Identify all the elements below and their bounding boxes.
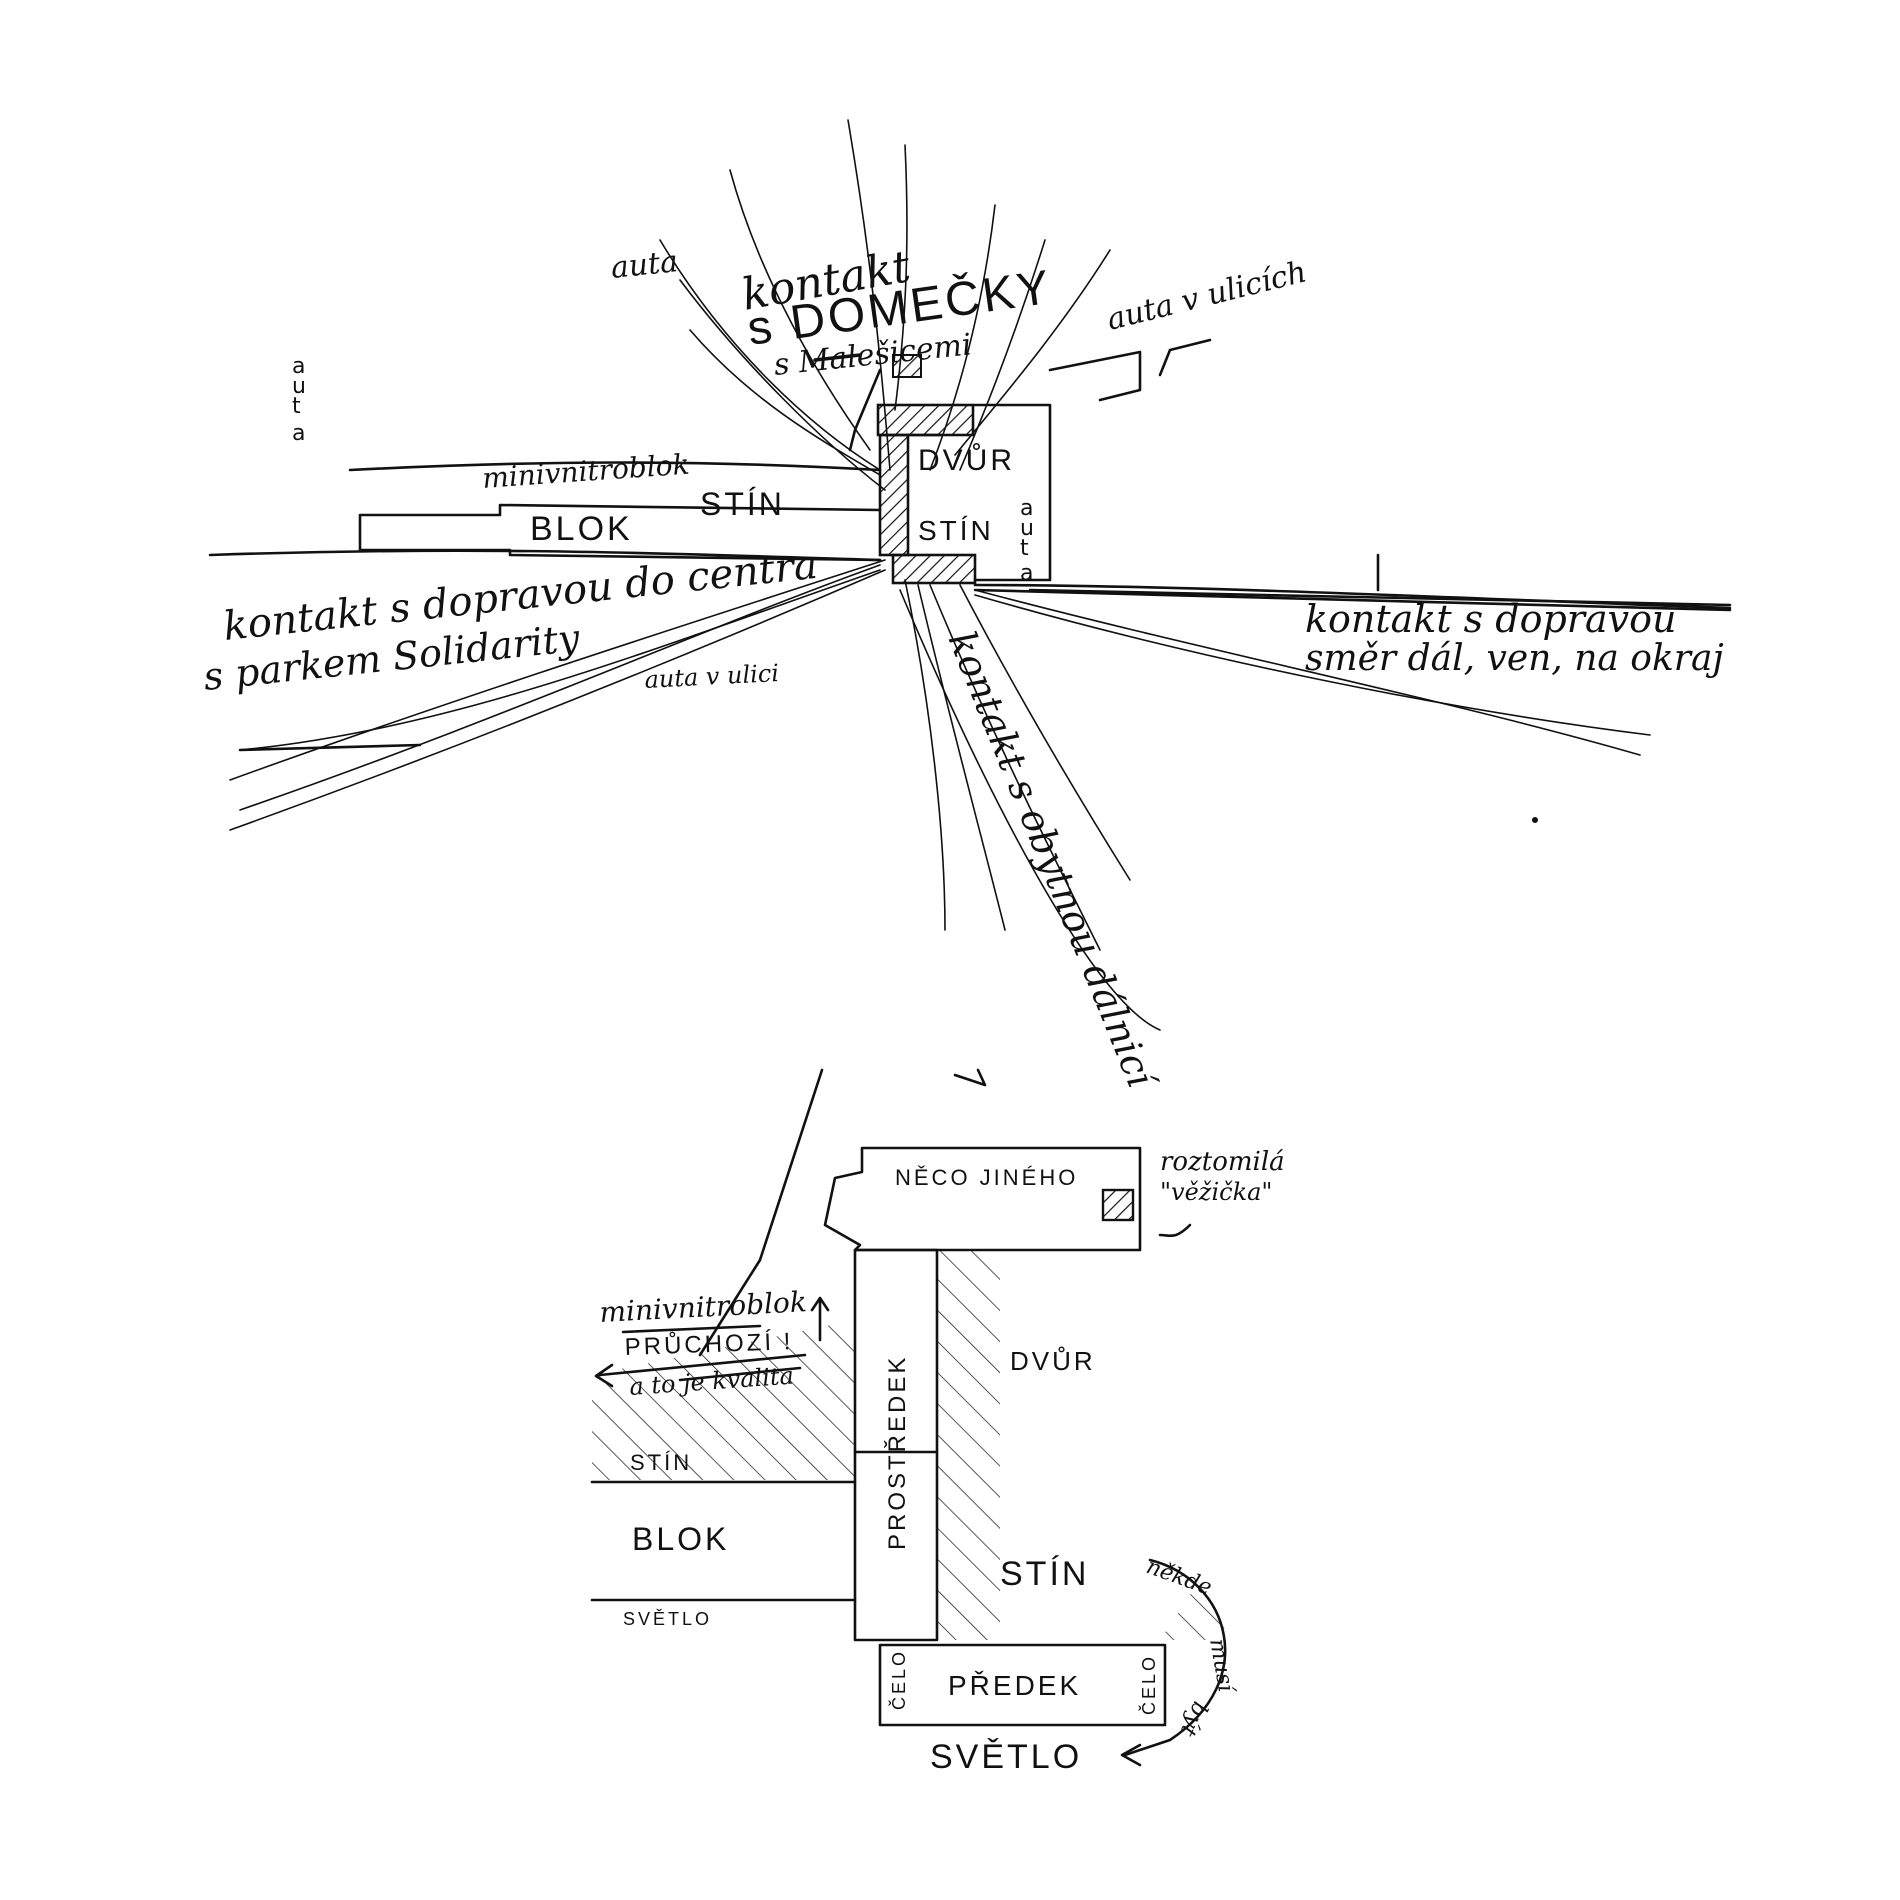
label-svetlo-small: SVĚTLO — [623, 1609, 712, 1629]
label-minivnitroblok-bottom: minivnitroblok — [599, 1285, 808, 1329]
label-stin-left: STÍN — [630, 1450, 692, 1475]
top-mark — [953, 1068, 987, 1087]
prostredek-block — [853, 1248, 939, 1642]
label-predek: PŘEDEK — [948, 1670, 1081, 1701]
label-dvur-top: DVŮR — [918, 443, 1015, 477]
street-corner — [1048, 338, 1212, 402]
label-stin-court: STÍN — [918, 515, 994, 546]
label-neco-jineho: NĚCO JINÉHO — [895, 1165, 1078, 1190]
curved-arrow-head — [1120, 1743, 1142, 1767]
label-stin-court-bottom: STÍN — [1000, 1555, 1089, 1593]
bottom-sketch: NĚCO JINÉHO roztomilá "věžička" minivnit… — [590, 1068, 1285, 1776]
label-auta-vertical-right: a u t a — [1020, 496, 1034, 586]
label-nekde: někde — [1143, 1554, 1215, 1601]
label-kontakt-right-1: kontakt s dopravou — [1305, 597, 1676, 641]
small-tower — [892, 354, 922, 378]
arrow-left — [598, 1353, 807, 1377]
label-minivnitroblok-top: minivnitroblok — [481, 448, 690, 495]
label-kontakt-right-2: směr dál, ven, na okraj — [1305, 638, 1724, 679]
label-roztomila: roztomilá — [1160, 1147, 1285, 1177]
vezicka-hatch — [1101, 1188, 1135, 1222]
shadow-left — [592, 1320, 855, 1480]
court-outline — [973, 403, 1052, 582]
curved-arrow — [1123, 1558, 1227, 1757]
top-sketch: auta kontakt s DOMEČKY s Malešicemi auta… — [201, 119, 1732, 1098]
label-auta-v-ulicich: auta v ulicích — [1103, 254, 1310, 337]
label-prostredek: PROSTŘEDEK — [884, 1355, 911, 1550]
neco-jineho-block — [823, 1146, 1142, 1252]
label-stin-top: STÍN — [700, 486, 785, 522]
svg-text:a: a — [292, 421, 305, 446]
oblique-left — [698, 1068, 824, 1357]
label-celo-left: ČELO — [888, 1649, 909, 1710]
svg-text:a: a — [1020, 561, 1033, 586]
kvalita-underline — [678, 1366, 802, 1382]
svg-text:a: a — [292, 354, 305, 379]
svg-text:u: u — [1020, 516, 1034, 541]
tower-line — [848, 368, 882, 452]
label-kontakt-dalnici: kontakt s obytnou dálnicí — [940, 625, 1165, 1098]
vezicka-arrow — [1158, 1223, 1192, 1238]
predek-block — [878, 1643, 1167, 1727]
dot-mark — [1532, 817, 1538, 823]
label-dvur: DVŮR — [1010, 1345, 1096, 1376]
label-celo-right: ČELO — [1138, 1654, 1159, 1715]
pruchozi-underline — [621, 1324, 762, 1334]
rays-lower-left — [229, 559, 886, 831]
label-vezicka: "věžička" — [1160, 1178, 1272, 1206]
svg-text:t: t — [1020, 536, 1029, 561]
label-auta-top: auta — [609, 244, 679, 286]
building-l — [876, 403, 977, 585]
svg-text:u: u — [292, 374, 306, 399]
blok-outline — [358, 503, 882, 562]
shadow-court — [937, 1250, 1230, 1640]
svg-text:t: t — [292, 394, 301, 419]
rays-down — [899, 579, 1161, 1031]
label-auta-v-ulici: auta v ulici — [644, 659, 780, 694]
svg-text:a: a — [1020, 496, 1033, 521]
label-auta-vertical-left: a u t a — [292, 354, 306, 446]
crossed-word — [813, 353, 862, 362]
label-blok-top: BLOK — [530, 510, 633, 548]
label-blok: BLOK — [632, 1521, 729, 1557]
label-musi: musí — [1204, 1637, 1238, 1697]
label-svetlo-big: SVĚTLO — [930, 1738, 1082, 1776]
